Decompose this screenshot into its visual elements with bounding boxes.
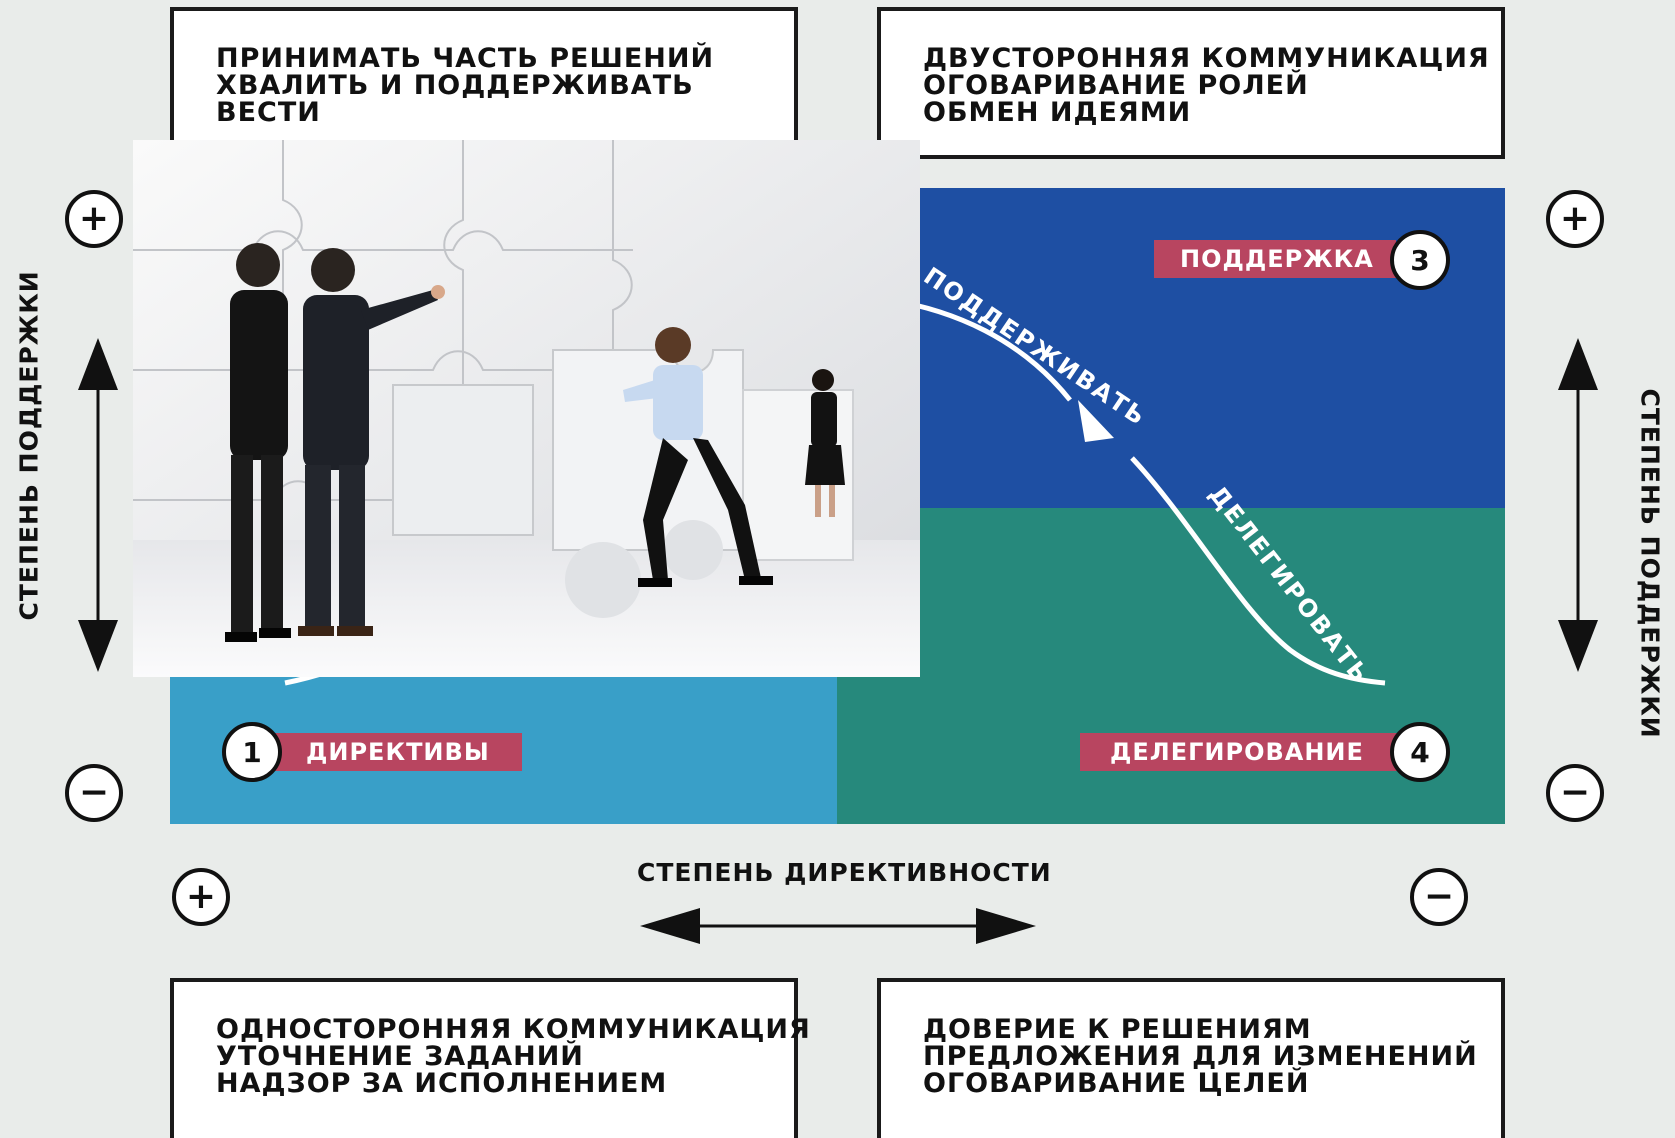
horizontal-axis-label: СТЕПЕНЬ ДИРЕКТИВНОСТИ <box>637 858 1052 887</box>
top-left-box: ПРИНИМАТЬ ЧАСТЬ РЕШЕНИЙ ХВАЛИТЬ И ПОДДЕР… <box>170 7 798 159</box>
curve-arrowhead <box>1078 400 1114 442</box>
team-puzzle-photo <box>133 140 920 677</box>
box-line: ПРЕДЛОЖЕНИЯ ДЛЯ ИЗМЕНЕНИЙ <box>923 1041 1478 1072</box>
box-line: ОДНОСТОРОННЯЯ КОММУНИКАЦИЯ <box>216 1014 811 1045</box>
bottom-left-box: ОДНОСТОРОННЯЯ КОММУНИКАЦИЯ УТОЧНЕНИЕ ЗАД… <box>170 978 811 1138</box>
quadrant-number-1: 1 <box>222 722 282 782</box>
horizontal-arrow <box>640 908 1036 944</box>
bottom-right-box: ДОВЕРИЕ К РЕШЕНИЯМ ПРЕДЛОЖЕНИЯ ДЛЯ ИЗМЕН… <box>877 978 1505 1138</box>
box-line: ДОВЕРИЕ К РЕШЕНИЯМ <box>923 1014 1312 1045</box>
box-line: ДВУСТОРОННЯЯ КОММУНИКАЦИЯ <box>923 43 1490 74</box>
box-line: УТОЧНЕНИЕ ЗАДАНИЙ <box>216 1041 584 1072</box>
right-vertical-arrow <box>1558 338 1598 672</box>
tag-directives: ДИРЕКТИВЫ <box>270 733 522 771</box>
right-plus-icon: + <box>1546 190 1604 248</box>
box-line: ВЕСТИ <box>216 97 321 128</box>
left-plus-icon: + <box>65 190 123 248</box>
box-line: ОБМЕН ИДЕЯМИ <box>923 97 1192 128</box>
curve-path-lower <box>1130 456 1386 686</box>
box-line: НАДЗОР ЗА ИСПОЛНЕНИЕМ <box>216 1068 668 1099</box>
businessman-3 <box>623 327 773 587</box>
left-vertical-arrow <box>78 338 118 672</box>
quadrant-number-4: 4 <box>1390 722 1450 782</box>
right-minus-icon: − <box>1546 764 1604 822</box>
bottom-plus-icon: + <box>172 868 230 926</box>
tag-delegation: ДЕЛЕГИРОВАНИЕ <box>1080 733 1400 771</box>
box-line: ОГОВАРИВАНИЕ ЦЕЛЕЙ <box>923 1068 1310 1099</box>
businessman-1 <box>225 243 291 642</box>
delegation-quadrant <box>837 508 1505 824</box>
quadrant-number-3: 3 <box>1390 230 1450 290</box>
box-line: ХВАЛИТЬ И ПОДДЕРЖИВАТЬ <box>216 70 694 101</box>
puzzle-illustration <box>133 140 920 677</box>
businessman-2 <box>298 248 445 636</box>
left-minus-icon: − <box>65 764 123 822</box>
businesswoman <box>805 369 845 517</box>
top-right-box: ДВУСТОРОННЯЯ КОММУНИКАЦИЯ ОГОВАРИВАНИЕ Р… <box>877 7 1505 159</box>
curve-label-support: ПОДДЕРЖИВАТЬ <box>919 262 1152 432</box>
box-line: ОГОВАРИВАНИЕ РОЛЕЙ <box>923 70 1309 101</box>
tag-support: ПОДДЕРЖКА <box>1154 240 1396 278</box>
box-line: ПРИНИМАТЬ ЧАСТЬ РЕШЕНИЙ <box>216 43 715 74</box>
bottom-minus-icon: − <box>1410 868 1468 926</box>
